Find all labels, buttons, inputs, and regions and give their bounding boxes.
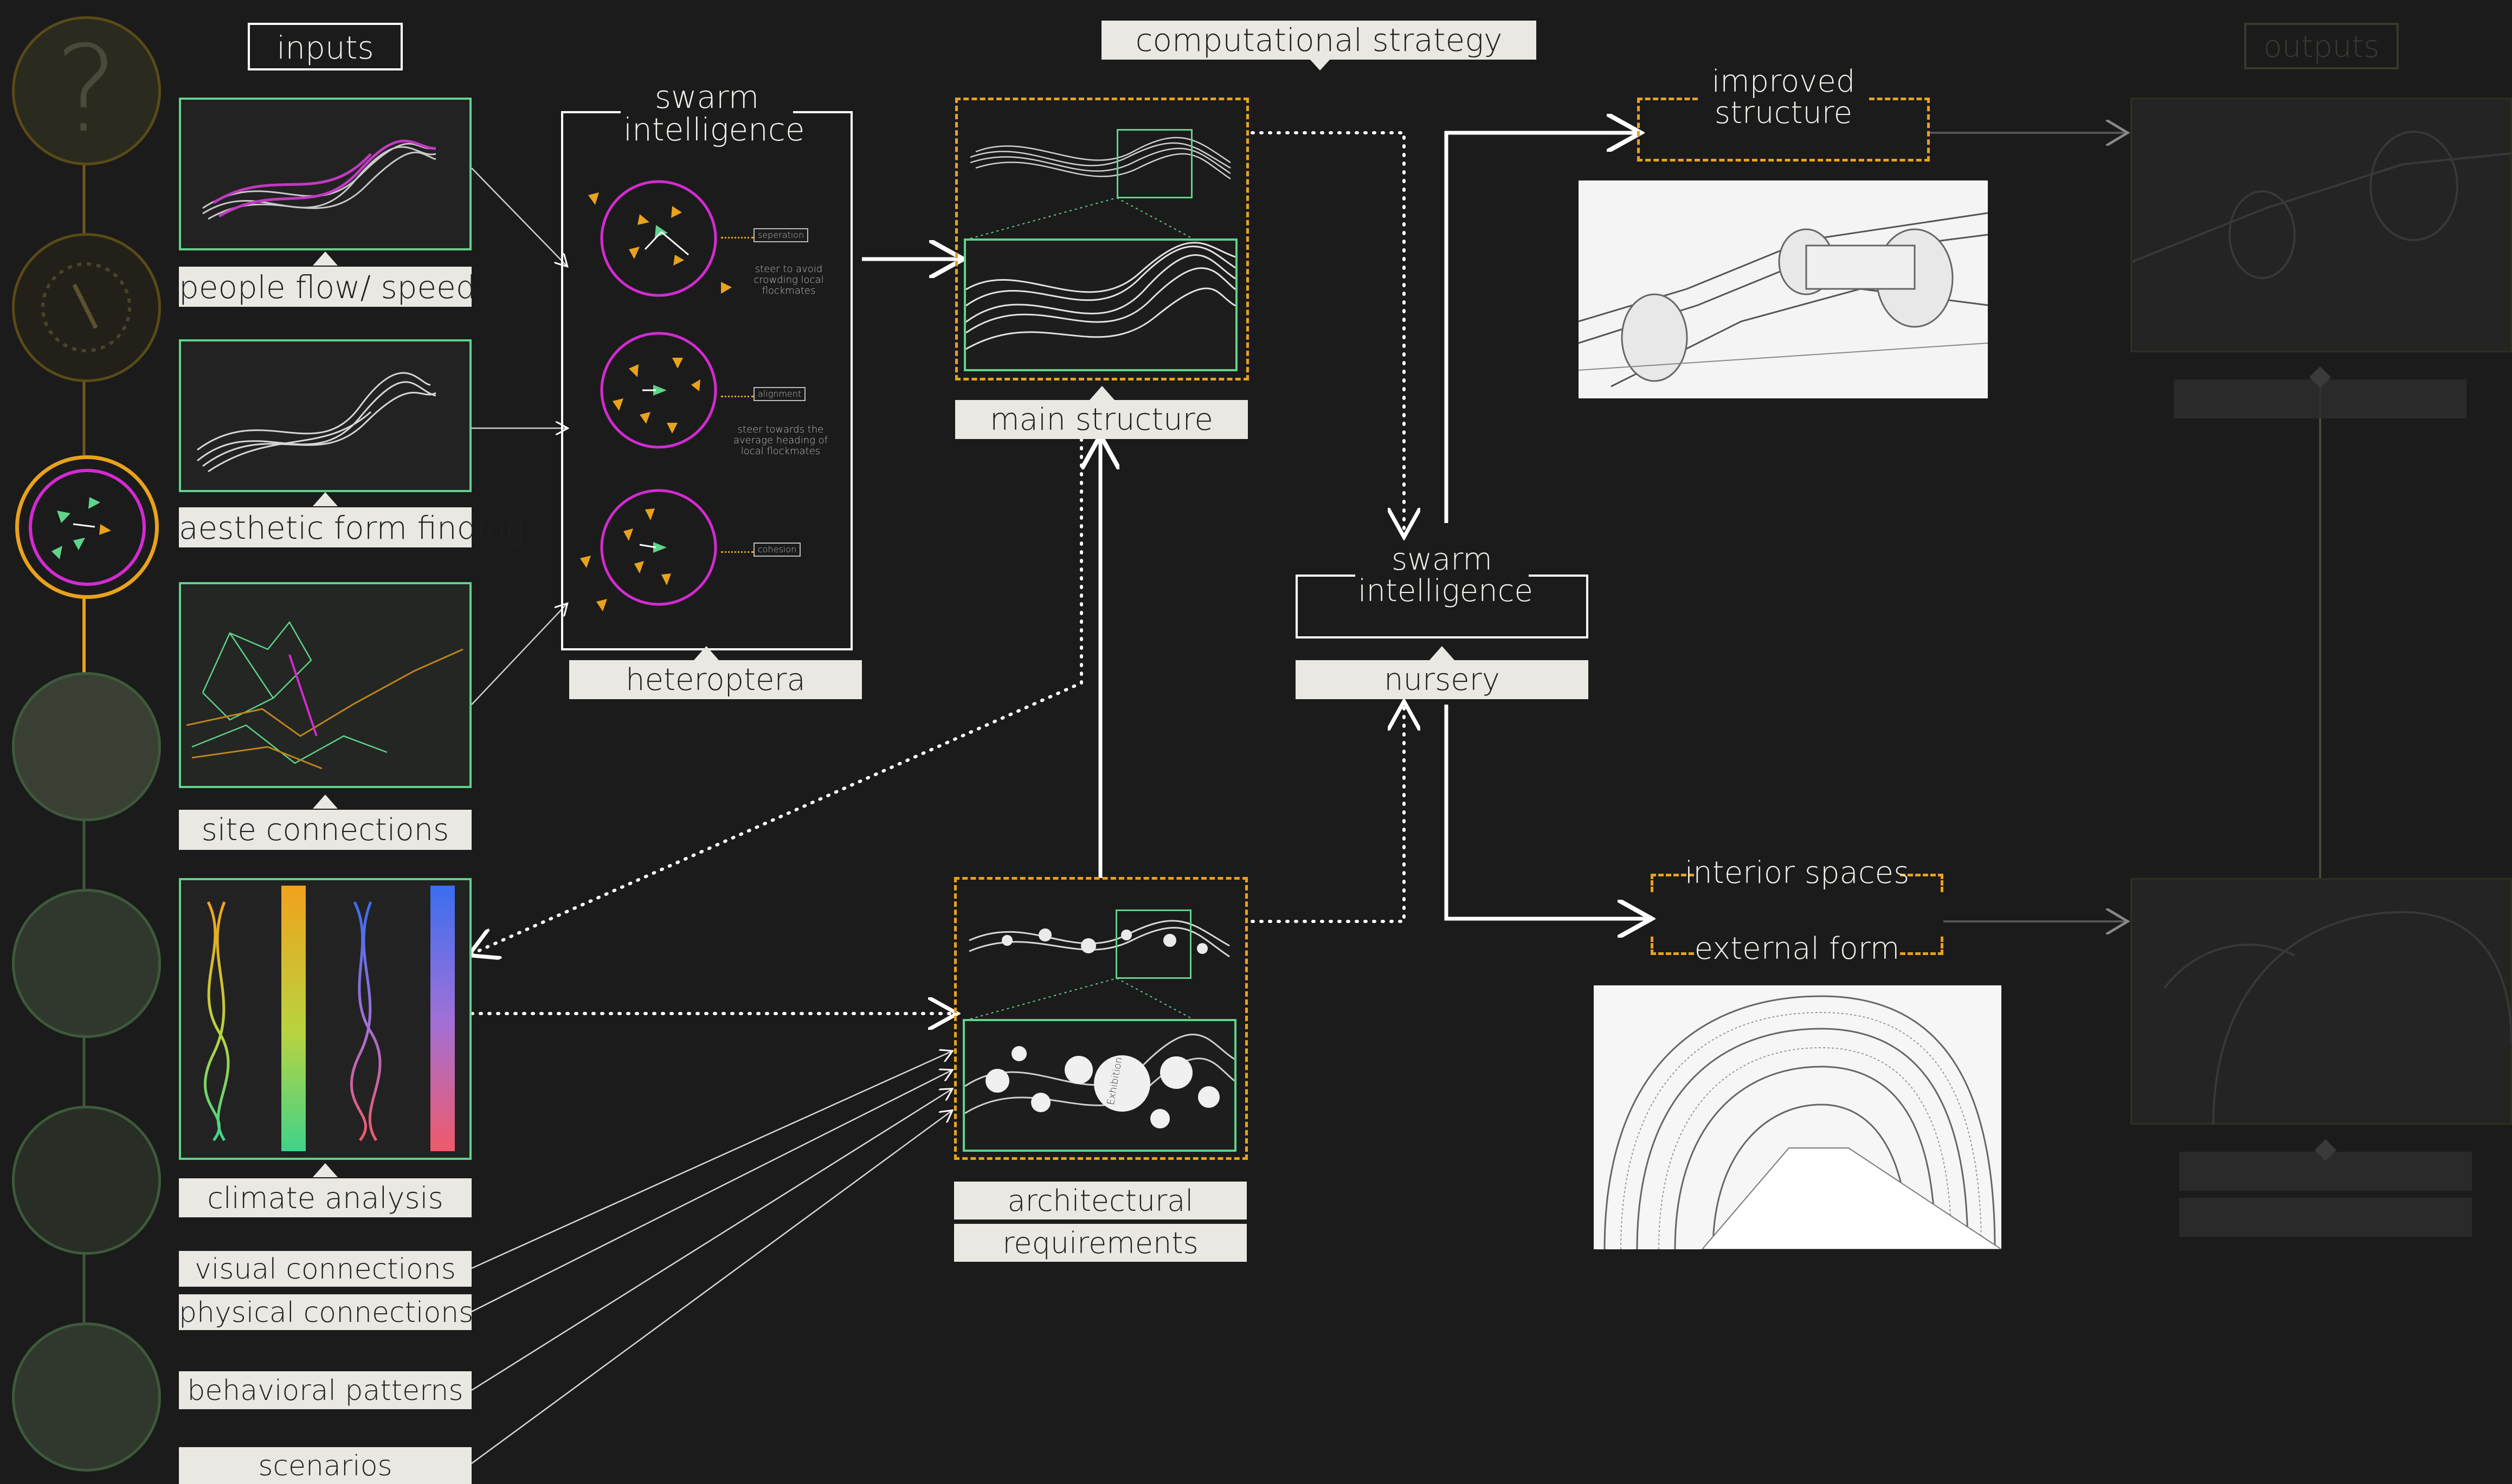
aesthetic-thumbnail[interactable]: [179, 339, 472, 492]
behavioral-patterns-label: behavioral patterns: [179, 1371, 472, 1409]
climate-label: climate analysis: [179, 1178, 472, 1217]
main-structure-detail[interactable]: [964, 238, 1238, 371]
site-label: site connections: [179, 810, 472, 850]
alignment-note: steer towards the average heading of loc…: [721, 424, 840, 457]
cohesion-tag: cohesion: [753, 543, 801, 557]
nursery-pointer: [1429, 646, 1454, 661]
interior-spaces-text: interior spaces: [1678, 855, 1916, 891]
input-to-heteroptera-lines: [472, 168, 566, 705]
aesthetic-pointer: [313, 492, 338, 507]
output-render-2-graphic: [2132, 880, 2511, 1124]
sidebar-step-render4[interactable]: [12, 1322, 161, 1472]
improved-top-right: [1869, 98, 1930, 100]
requirements-detail-graphic: [965, 1021, 1234, 1150]
main-structure-label: main structure: [955, 400, 1248, 439]
structure-render-graphic: [1579, 180, 1988, 398]
requirements-detail[interactable]: Exhibition: [963, 1019, 1236, 1152]
cohesion-leader: [721, 551, 753, 553]
tunnel-render-graphic: [1594, 985, 2001, 1249]
outputs-header: outputs: [2244, 23, 2399, 69]
requirements-overview: [964, 902, 1235, 978]
heteroptera-top-left-edge: [561, 111, 621, 113]
climate-thumbnail[interactable]: [179, 878, 472, 1160]
nursery-top-right-edge: [1529, 575, 1588, 577]
people-flow-pointer: [313, 251, 338, 267]
heteroptera-title-line1: swarm: [623, 79, 790, 115]
scenarios-label: scenarios: [179, 1447, 472, 1484]
nursery-label: nursery: [1296, 660, 1588, 699]
heteroptera-label: heteroptera: [569, 660, 862, 699]
sidebar-step-render3[interactable]: [12, 1106, 161, 1255]
separation-note: steer to avoid crowding local flockmates: [737, 264, 840, 296]
improved-structure-render[interactable]: [1579, 180, 1988, 398]
sidebar-step-analysis[interactable]: [12, 233, 161, 382]
strategy-header-pointer: [1309, 59, 1331, 72]
input-to-requirements-lines: [472, 1051, 951, 1463]
climate-pointer: [313, 1163, 338, 1178]
site-map-graphic: [181, 584, 469, 786]
sidebar-step-render2[interactable]: [12, 889, 161, 1038]
sidebar-step-swarm-active[interactable]: [15, 455, 159, 599]
nursery-title-line1: swarm: [1358, 542, 1526, 577]
separation-diagram: [585, 173, 748, 309]
aesthetic-label: aesthetic form finding: [179, 507, 472, 547]
strategy-header: computational strategy: [1102, 21, 1536, 60]
output-label-3: [2179, 1198, 2472, 1237]
question-mark-icon: ?: [15, 24, 158, 154]
main-structure-pointer: [1090, 386, 1115, 401]
output-preview-1[interactable]: [2130, 98, 2512, 352]
climate-gradient-graphic: [181, 880, 469, 1158]
nursery-top-left-edge: [1296, 575, 1355, 577]
output-preview-2[interactable]: [2130, 878, 2512, 1125]
people-flow-label: people flow/ speed: [179, 267, 472, 307]
visual-connections-label: visual connections: [179, 1251, 472, 1287]
physical-connections-label: physical connections: [179, 1294, 472, 1330]
separation-leader: [721, 237, 753, 238]
sidebar-step-render1[interactable]: [12, 672, 161, 821]
swarm-agents-icon: [19, 459, 156, 596]
detail-curves-graphic: [966, 241, 1235, 369]
improved-line2: structure: [1702, 95, 1865, 131]
requirements-label-line1: architectural: [954, 1182, 1247, 1220]
alignment-leader: [721, 396, 753, 397]
form-curves-graphic: [181, 341, 469, 490]
sidebar: ?: [0, 0, 168, 1484]
requirements-zoom-box: [1116, 909, 1191, 979]
requirements-label-line2: requirements: [954, 1224, 1247, 1262]
flow-curves-graphic: [181, 100, 469, 248]
compass-icon: [15, 236, 158, 379]
site-thumbnail[interactable]: [179, 582, 472, 788]
main-structure-zoom-box: [1117, 129, 1193, 198]
external-form-text: external form: [1678, 931, 1916, 966]
main-structure-overview: [965, 125, 1236, 201]
improved-line1: improved: [1702, 64, 1865, 99]
people-flow-thumbnail[interactable]: [179, 98, 472, 250]
output-1-diamond: [2309, 366, 2331, 388]
separation-tag: seperation: [753, 228, 808, 242]
heteroptera-title-line2: intelligence: [623, 111, 790, 148]
heteroptera-pointer: [694, 646, 719, 661]
inputs-header: inputs: [248, 23, 403, 70]
improved-top-left: [1637, 98, 1698, 100]
cohesion-diagram: [575, 482, 748, 623]
nursery-title-line2: intelligence: [1358, 573, 1526, 609]
output-2-diamond: [2315, 1139, 2336, 1161]
interior-render[interactable]: [1594, 985, 2001, 1249]
site-pointer: [313, 795, 338, 810]
alignment-tag: alignment: [753, 387, 806, 401]
output-render-1-graphic: [2132, 99, 2511, 352]
sidebar-step-question[interactable]: ?: [12, 16, 161, 165]
